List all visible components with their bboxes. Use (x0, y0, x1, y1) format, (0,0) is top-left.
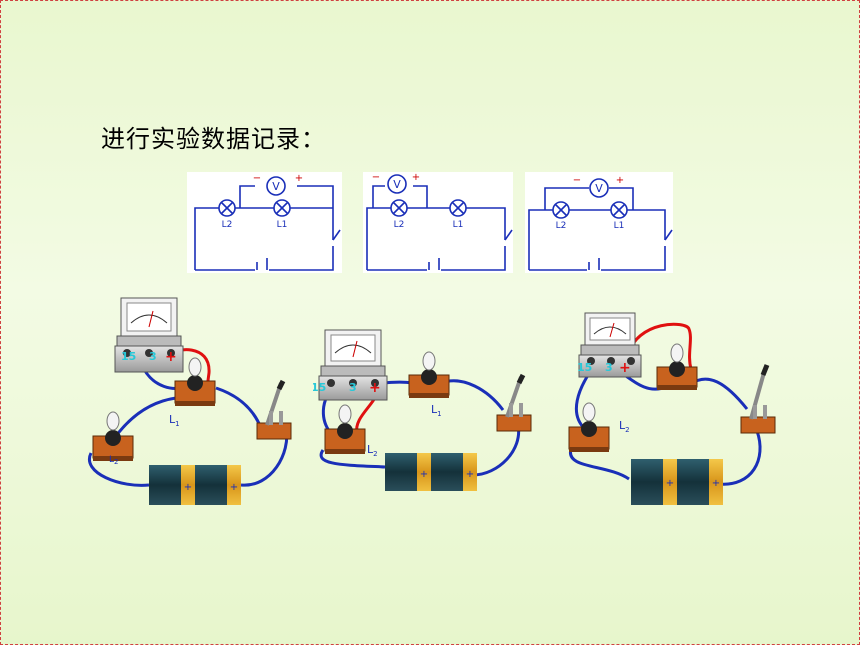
terminal-plus-label: + (165, 349, 177, 365)
svg-text:+: + (230, 482, 238, 493)
red-wire (625, 322, 693, 370)
lamp-l1-label: L1 (431, 403, 442, 418)
lamp-label: L1 (453, 220, 464, 230)
lamp-label: L2 (556, 221, 567, 231)
lamp-l2-symbol (552, 201, 570, 219)
lamp-label: L2 (394, 220, 405, 230)
voltmeter-label: V (393, 178, 401, 191)
lamp-holder-l2 (92, 411, 134, 461)
lamp-l1-symbol (273, 199, 291, 217)
svg-text:+: + (666, 478, 674, 489)
plus-sign: + (295, 173, 303, 184)
battery-pack: + + (631, 459, 723, 505)
terminal-15-label: 15 (313, 381, 326, 394)
plus-sign: + (412, 172, 420, 183)
voltmeter (114, 297, 184, 373)
svg-text:+: + (420, 469, 428, 480)
lamp-holder-l1 (174, 357, 216, 406)
switch (740, 364, 776, 434)
circuit-diagram-1: V − + L2 L1 (187, 172, 342, 273)
voltmeter-symbol: V (266, 176, 286, 196)
terminal-15-label: 15 (577, 361, 592, 374)
lamp-l2-symbol (390, 199, 408, 217)
lamp-holder-l2 (568, 402, 610, 452)
switch (496, 373, 532, 432)
plus-sign: + (616, 175, 624, 186)
svg-text:+: + (184, 482, 192, 493)
lamp-l2-symbol (218, 199, 236, 217)
terminal-3-label: 3 (149, 350, 157, 363)
voltmeter-label: V (272, 180, 280, 193)
battery-pack: + + (149, 465, 241, 505)
lamp-label: L2 (222, 220, 233, 230)
terminal-3-label: 3 (605, 361, 613, 374)
lamp-holder-l1 (656, 343, 698, 390)
terminal-15-label: 15 (121, 350, 136, 363)
lamp-label: L1 (614, 221, 625, 231)
circuit-diagram-2: V − + L2 L1 (363, 172, 513, 273)
minus-sign: − (573, 175, 581, 186)
voltmeter (318, 329, 388, 401)
terminal-plus-label: + (369, 380, 381, 396)
lamp-l1-symbol (610, 201, 628, 219)
battery-pack: + + (385, 453, 477, 491)
svg-text:+: + (712, 478, 720, 489)
experiment-setup-3: 15 3 + L2 (567, 309, 799, 509)
lamp-holder-l1 (408, 351, 450, 398)
voltmeter-symbol: V (387, 174, 407, 194)
terminal-3-label: 3 (349, 381, 357, 394)
lamp-l2-label: L2 (619, 419, 630, 434)
experiment-setup-2: 15 3 + L1 L2 (311, 325, 545, 500)
lamp-label: L1 (277, 220, 288, 230)
lamp-holder-l2 (324, 404, 366, 454)
minus-sign: − (253, 173, 261, 184)
svg-text:+: + (466, 469, 474, 480)
voltmeter-symbol: V (589, 178, 609, 198)
switch (256, 379, 292, 440)
voltmeter (578, 312, 642, 378)
circuit-diagram-3: V − + L2 L1 (525, 172, 673, 273)
lamp-l2-label: L2 (367, 443, 378, 458)
lamp-l1-symbol (449, 199, 467, 217)
minus-sign: − (372, 172, 380, 183)
page-title: 进行实验数据记录： (101, 125, 326, 153)
terminal-plus-label: + (619, 360, 631, 376)
experiment-setup-1: 15 3 + L1 L2 (81, 293, 301, 508)
voltmeter-label: V (595, 182, 603, 195)
lamp-l1-label: L1 (169, 413, 180, 428)
lamp-l2-label: L2 (109, 455, 118, 466)
